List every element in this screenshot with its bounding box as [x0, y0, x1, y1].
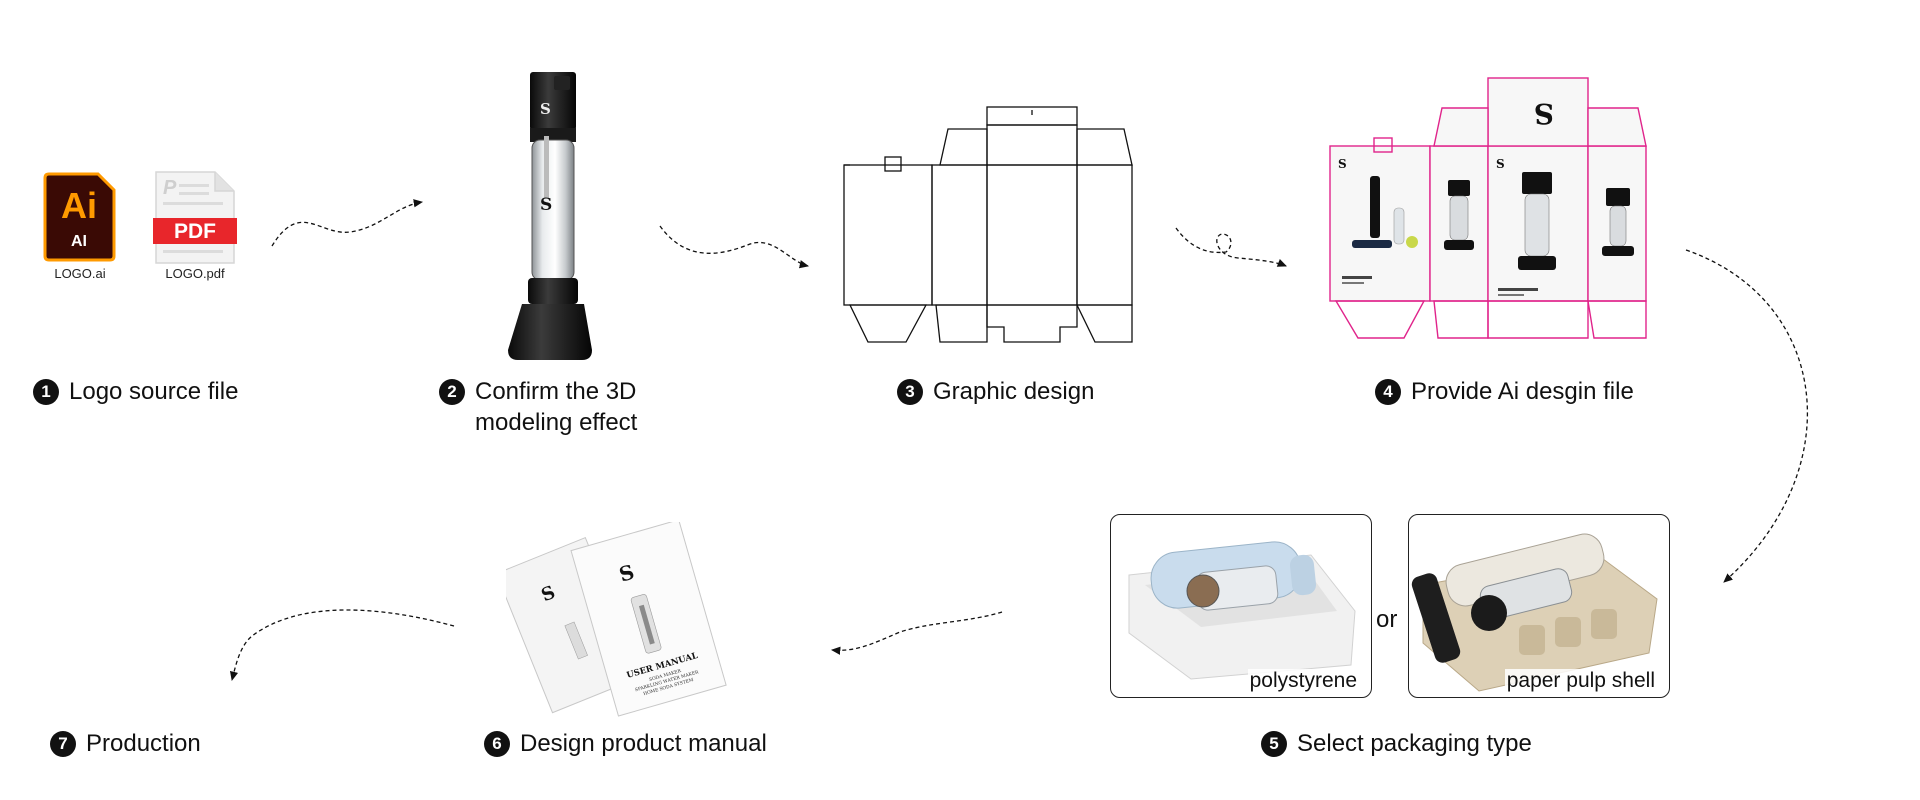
step-number-badge: 5: [1261, 731, 1287, 757]
step-7-label: 7 Production: [50, 728, 201, 759]
ai-file-icon: Ai AI: [43, 172, 116, 262]
svg-text:AI: AI: [71, 233, 87, 250]
paper-pulp-tray-render: [1411, 533, 1658, 692]
svg-text:Ai: Ai: [61, 185, 97, 226]
paper-pulp-caption: paper pulp shell: [1504, 669, 1657, 693]
polystyrene-option-card[interactable]: polystyrene: [1110, 514, 1372, 698]
polystyrene-caption: polystyrene: [1247, 669, 1359, 693]
step-4-label: 4 Provide Ai desgin file: [1375, 376, 1634, 407]
blank-dieline-drawing: [840, 105, 1140, 345]
step-4-text: Provide Ai desgin file: [1411, 378, 1634, 405]
svg-text:S: S: [1534, 97, 1554, 130]
svg-text:S: S: [540, 100, 551, 118]
step-5-text: Select packaging type: [1297, 730, 1532, 757]
product-manual-booklets: S S USER MANUAL SODA MAKER SPARKLING WAT…: [495, 519, 728, 718]
soda-maker-render: S S: [500, 70, 600, 366]
step-number-badge: 3: [897, 379, 923, 405]
step-number-badge: 6: [484, 731, 510, 757]
step-7-text: Production: [86, 730, 201, 757]
svg-text:S: S: [1496, 157, 1505, 171]
svg-text:P: P: [163, 177, 177, 199]
step-5-label: 5 Select packaging type: [1261, 728, 1532, 759]
step-number-badge: 7: [50, 731, 76, 757]
polystyrene-tray-render: [1128, 541, 1356, 680]
step-number-badge: 4: [1375, 379, 1401, 405]
step-3-text: Graphic design: [933, 378, 1095, 405]
step-3-label: 3 Graphic design: [897, 376, 1094, 407]
svg-text:PDF: PDF: [174, 220, 216, 243]
or-separator: or: [1376, 606, 1398, 633]
svg-text:S: S: [1338, 157, 1347, 171]
step-number-badge: 1: [33, 379, 59, 405]
ai-file-caption: LOGO.ai: [54, 266, 106, 281]
pdf-file-caption: LOGO.pdf: [165, 266, 225, 281]
svg-text:S: S: [616, 560, 637, 587]
step-6-text: Design product manual: [520, 730, 767, 757]
step-number-badge: 2: [439, 379, 465, 405]
printed-dieline-artwork: S S S: [1322, 76, 1662, 346]
pdf-file-icon: P PDF: [153, 170, 237, 266]
step-6-label: 6 Design product manual: [484, 728, 767, 759]
paper-pulp-option-card[interactable]: paper pulp shell: [1408, 514, 1670, 698]
svg-text:S: S: [540, 195, 552, 215]
step-2-label: 2 Confirm the 3D modeling effect: [439, 376, 637, 438]
step-2-text: Confirm the 3D modeling effect: [475, 378, 638, 436]
step-1-label: 1 Logo source file: [33, 376, 238, 407]
step-1-text: Logo source file: [69, 378, 239, 405]
